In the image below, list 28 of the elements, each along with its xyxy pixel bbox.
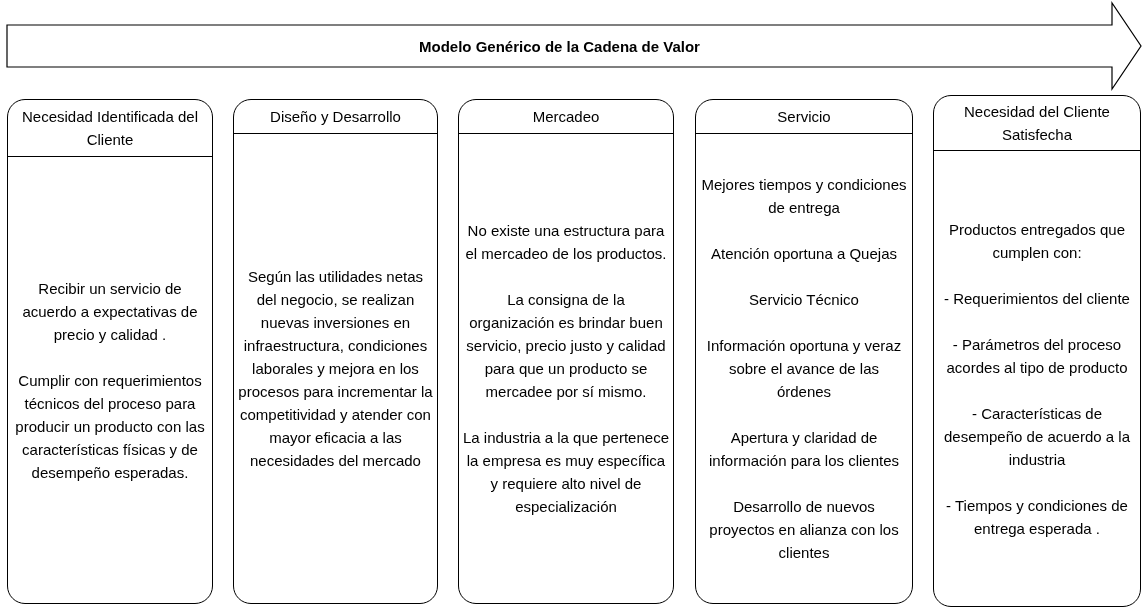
column-text: Productos entregados que cumplen con: bbox=[948, 219, 1126, 263]
stage-column bbox=[695, 99, 913, 604]
column-heading: Diseño y Desarrollo bbox=[270, 107, 401, 127]
column-text: La consigna de la organización es brindar buen servicio, precio justo y calidad para que un producto se mercadee por sí mismo. bbox=[465, 290, 667, 402]
stage-column bbox=[458, 99, 674, 604]
column-text: No existe una estructura para el mercadeo de los productos. bbox=[464, 221, 668, 264]
column-text: Según las utilidades netas del negocio, se realizan nuevas inversiones en infraestructura, condiciones laborales y mejora en los procesos para incrementar la competitividad y atender con mayor eficacia a las necesidades del mercado bbox=[238, 267, 433, 471]
stage-column bbox=[233, 99, 438, 604]
column-text: Servicio Técnico bbox=[749, 290, 859, 310]
column-text: Información oportuna y veraz sobre el avance de las órdenes bbox=[705, 336, 903, 402]
column-text: Desarrollo de nuevos proyectos en alianza con los clientes bbox=[708, 497, 900, 563]
column-text: - Características de desempeño de acuerdo a la industria bbox=[943, 403, 1131, 470]
column-text: - Requerimientos del cliente bbox=[944, 288, 1130, 309]
stage-column bbox=[7, 99, 213, 604]
column-text: Apertura y claridad de información para los clientes bbox=[707, 428, 901, 471]
column-heading: Mercadeo bbox=[532, 107, 600, 127]
column-heading: Necesidad Identificada del Cliente bbox=[21, 107, 199, 150]
stage-column bbox=[933, 95, 1141, 607]
column-text: - Tiempos y condiciones de entrega esperada . bbox=[945, 495, 1129, 539]
column-text: Mejores tiempos y condiciones de entrega bbox=[700, 175, 908, 218]
column-text: Atención oportuna a Quejas bbox=[711, 244, 897, 264]
column-text: Cumplir con requerimientos técnicos del proceso para producir un producto con las características físicas y de desempeño esperadas. bbox=[14, 370, 206, 483]
column-text: Recibir un servicio de acuerdo a expectativas de precio y calidad . bbox=[21, 278, 199, 345]
column-heading: Necesidad del Cliente Satisfecha bbox=[963, 102, 1111, 145]
column-heading: Servicio bbox=[777, 107, 831, 127]
arrow-title: Modelo Genérico de la Cadena de Valor bbox=[419, 37, 700, 55]
column-text: - Parámetros del proceso acordes al tipo de producto bbox=[945, 334, 1129, 378]
column-text: La industria a la que pertenece la empresa es muy específica y requiere alto nivel de especialización bbox=[463, 428, 669, 517]
